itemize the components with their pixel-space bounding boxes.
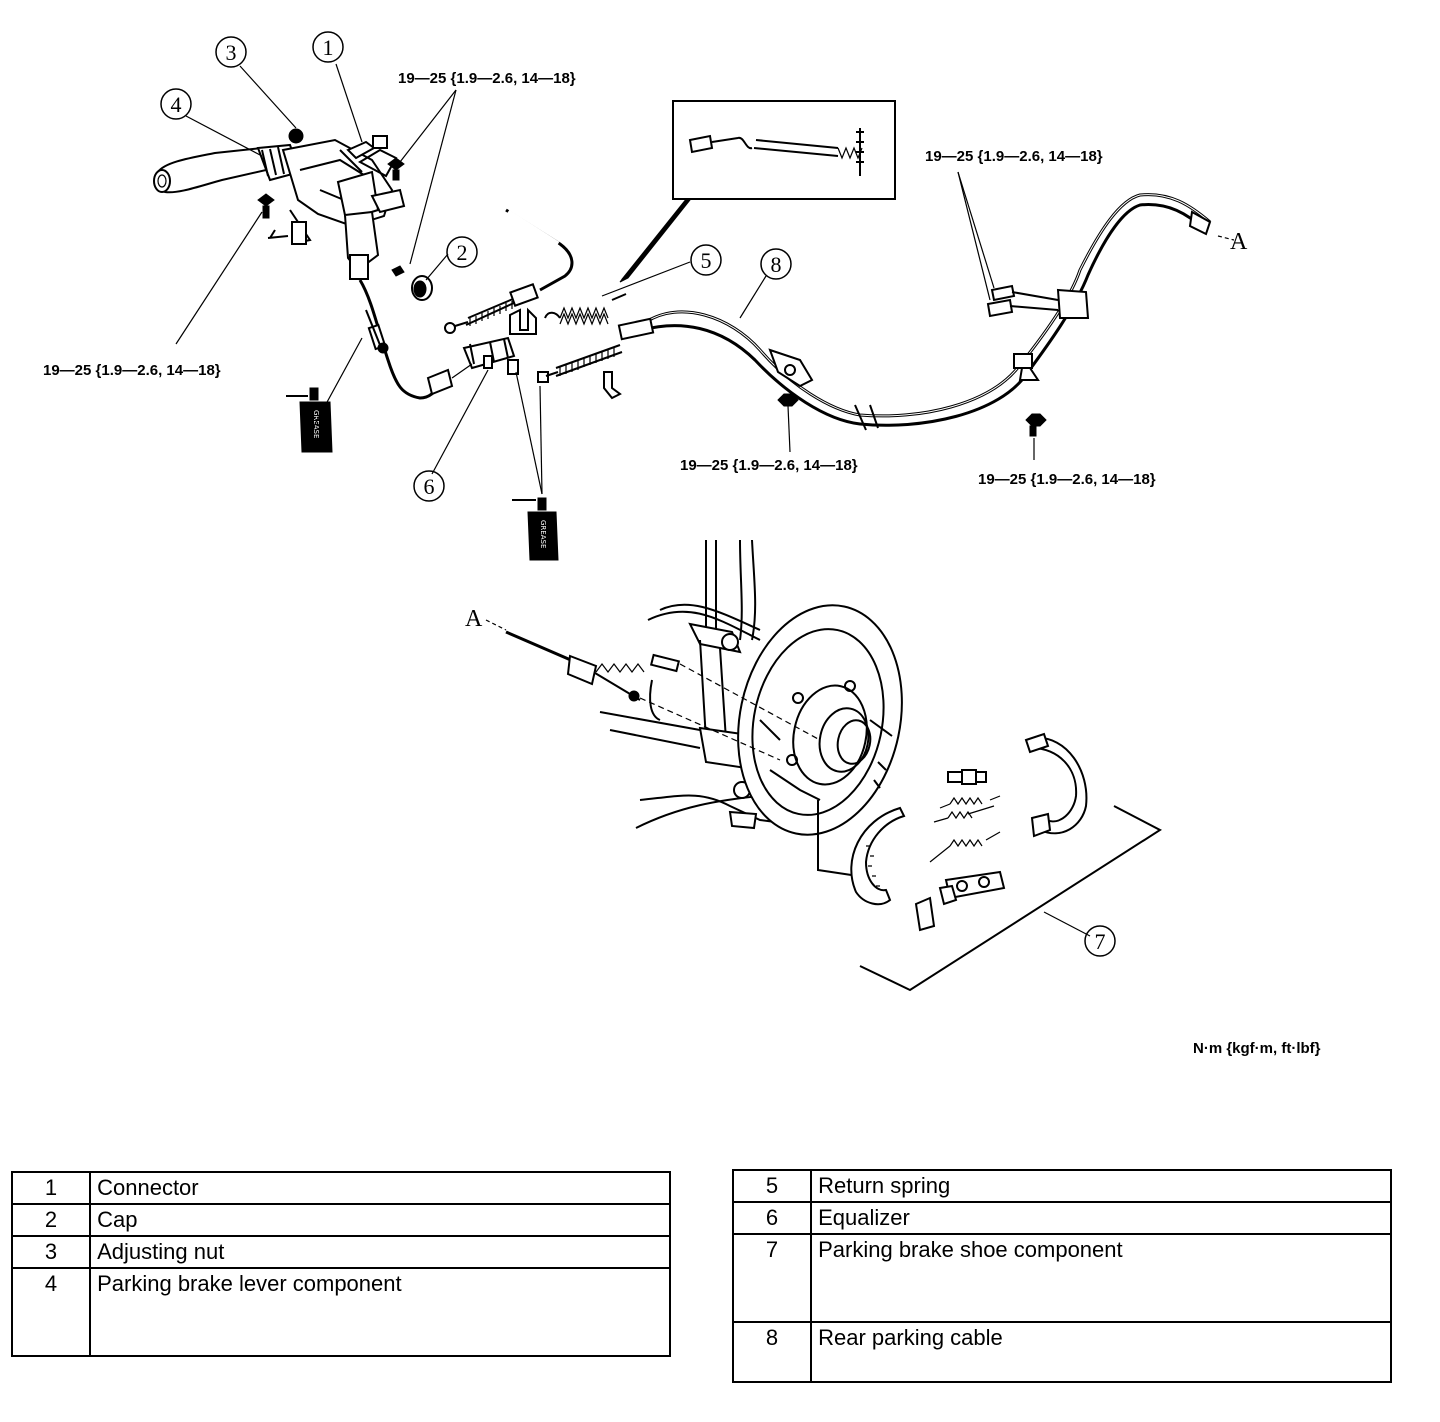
- intermediate-cable: [444, 208, 574, 335]
- grease-bottle-center: GREASE: [512, 497, 559, 561]
- legend-description: Rear parking cable: [810, 1321, 1392, 1383]
- legend-table-right: 5 Return spring 6 Equalizer 7 Parking br…: [731, 1169, 1392, 1383]
- legend-description: Return spring: [810, 1169, 1392, 1203]
- legend-row: 8 Rear parking cable: [731, 1321, 1392, 1383]
- callout-number: 8: [771, 252, 782, 277]
- parking-brake-lever-assembly: [153, 128, 433, 301]
- callout-2: 2: [446, 236, 478, 268]
- equalizer: [451, 336, 519, 379]
- legend-description: Connector: [89, 1171, 671, 1205]
- grease-bottle-left: GREASE: [286, 387, 333, 453]
- legend-number: 8: [731, 1321, 813, 1383]
- leader-lines: [175, 63, 1235, 937]
- rear-brake-assembly: [505, 539, 903, 877]
- callout-4: 4: [160, 88, 192, 120]
- legend-description: Adjusting nut: [89, 1235, 671, 1269]
- legend-table-left: 1 Connector 2 Cap 3 Adjusting nut 4 Park…: [10, 1171, 671, 1357]
- legend-number: 4: [10, 1267, 92, 1357]
- legend-description: Parking brake lever component: [89, 1267, 671, 1357]
- legend-description: Cap: [89, 1203, 671, 1237]
- units-note: N·m {kgf·m, ft·lbf}: [1193, 1040, 1321, 1057]
- callout-7: 7: [1084, 925, 1116, 957]
- callout-3: 3: [215, 36, 247, 68]
- legend-row: 3 Adjusting nut: [10, 1235, 671, 1269]
- callout-number: 1: [323, 35, 334, 60]
- callout-number: 4: [171, 92, 182, 117]
- callout-1: 1: [312, 31, 344, 63]
- callout-number: 3: [226, 40, 237, 65]
- callout-number: 2: [457, 240, 468, 265]
- callout-number: 5: [701, 248, 712, 273]
- torque-label-upper: 19—25 {1.9—2.6, 14—18}: [398, 70, 576, 87]
- torque-label-center: 19—25 {1.9—2.6, 14—18}: [680, 457, 858, 474]
- legend-number: 5: [731, 1169, 813, 1203]
- torque-label-right-lower: 19—25 {1.9—2.6, 14—18}: [978, 471, 1156, 488]
- return-spring: [544, 293, 627, 326]
- callout-number: 7: [1095, 929, 1106, 954]
- legend-number: 1: [10, 1171, 92, 1205]
- callout-6: 6: [413, 470, 445, 502]
- detail-inset: [619, 100, 896, 283]
- legend-row: 5 Return spring: [731, 1169, 1392, 1203]
- legend-row: 4 Parking brake lever component: [10, 1267, 671, 1357]
- legend-number: 7: [731, 1233, 813, 1323]
- legend-row: 2 Cap: [10, 1203, 671, 1237]
- torque-label-left: 19—25 {1.9—2.6, 14—18}: [43, 362, 221, 379]
- callout-number: 6: [424, 474, 435, 499]
- legend-row: 6 Equalizer: [731, 1201, 1392, 1235]
- grease-label-left: GREASE: [312, 410, 320, 438]
- legend-description: Equalizer: [810, 1201, 1392, 1235]
- legend-number: 3: [10, 1235, 92, 1269]
- legend-row: 1 Connector: [10, 1171, 671, 1205]
- front-cable: [358, 279, 454, 400]
- callout-5: 5: [690, 244, 722, 276]
- torque-label-right-upper: 19—25 {1.9—2.6, 14—18}: [925, 148, 1103, 165]
- legend-number: 2: [10, 1203, 92, 1237]
- connection-letter-a-top: A: [1230, 229, 1248, 255]
- legend-description: Parking brake shoe component: [810, 1233, 1392, 1323]
- rear-parking-cable: [537, 193, 1212, 437]
- legend-row: 7 Parking brake shoe component: [731, 1233, 1392, 1323]
- legend-number: 6: [731, 1201, 813, 1235]
- grease-label-center: GREASE: [539, 520, 547, 548]
- parking-brake-shoes: [850, 732, 1162, 992]
- callout-8: 8: [760, 248, 792, 280]
- connection-letter-a-bottom: A: [465, 606, 483, 632]
